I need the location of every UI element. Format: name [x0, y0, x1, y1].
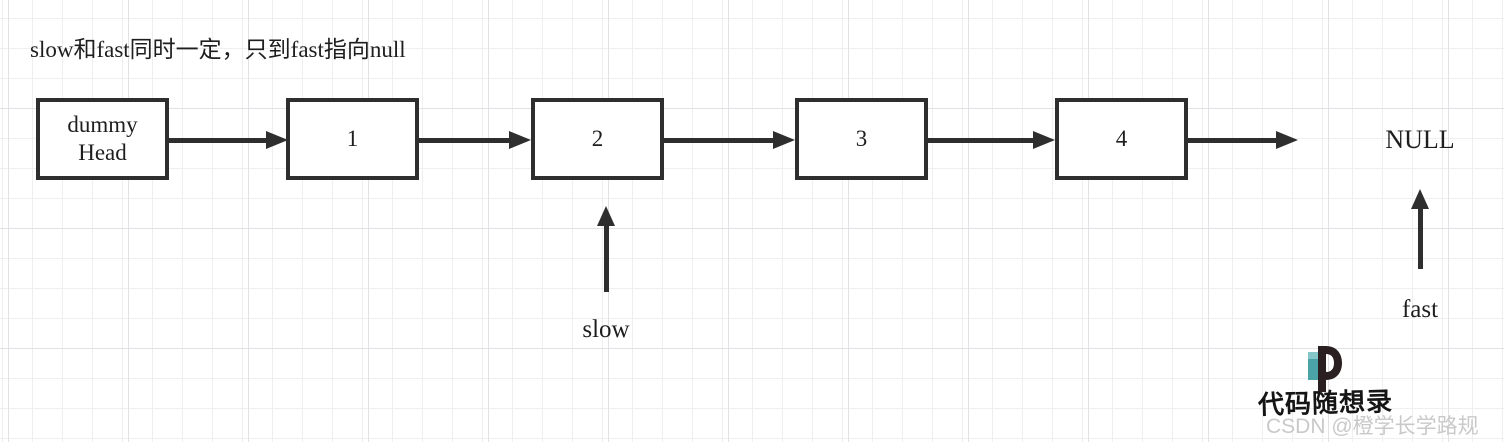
arrow-4-to-null-line [1187, 138, 1276, 143]
node-dummy-head: dummy Head [36, 98, 169, 180]
diagram-caption: slow和fast同时一定，只到fast指向null [30, 37, 406, 62]
node-1: 1 [286, 98, 419, 180]
arrow-2-to-3-line [663, 138, 773, 143]
fast-pointer-arrow-line [1418, 207, 1423, 269]
node-2-label: 2 [591, 125, 604, 151]
arrow-1-to-2-line [418, 138, 509, 143]
arrow-3-to-4-head-icon [1033, 131, 1055, 149]
daimasuixianglu-logo-icon [1308, 346, 1342, 392]
arrow-1-to-2-head-icon [509, 131, 531, 149]
null-terminal-label: NULL [1385, 125, 1455, 154]
arrow-dummy-to-1-line [169, 138, 266, 143]
arrow-3-to-4-line [927, 138, 1033, 143]
arrow-4-to-null-head-icon [1276, 131, 1298, 149]
node-3-label: 3 [855, 125, 868, 151]
slow-pointer-arrowhead-icon [597, 206, 615, 226]
node-2: 2 [531, 98, 664, 180]
node-4: 4 [1055, 98, 1188, 180]
arrow-dummy-to-1-head-icon [266, 131, 288, 149]
slow-pointer-label: slow [582, 316, 630, 343]
slow-pointer-arrow-line [604, 224, 609, 292]
node-1-label: 1 [346, 125, 359, 151]
fast-pointer-label: fast [1401, 296, 1439, 323]
arrow-2-to-3-head-icon [773, 131, 795, 149]
node-3: 3 [795, 98, 928, 180]
node-4-label: 4 [1115, 125, 1128, 151]
watermark-csdn-credit: CSDN @橙学长学路规 [1266, 415, 1479, 438]
fast-pointer-arrowhead-icon [1411, 189, 1429, 209]
node-dummy-head-label: dummy Head [67, 111, 138, 165]
